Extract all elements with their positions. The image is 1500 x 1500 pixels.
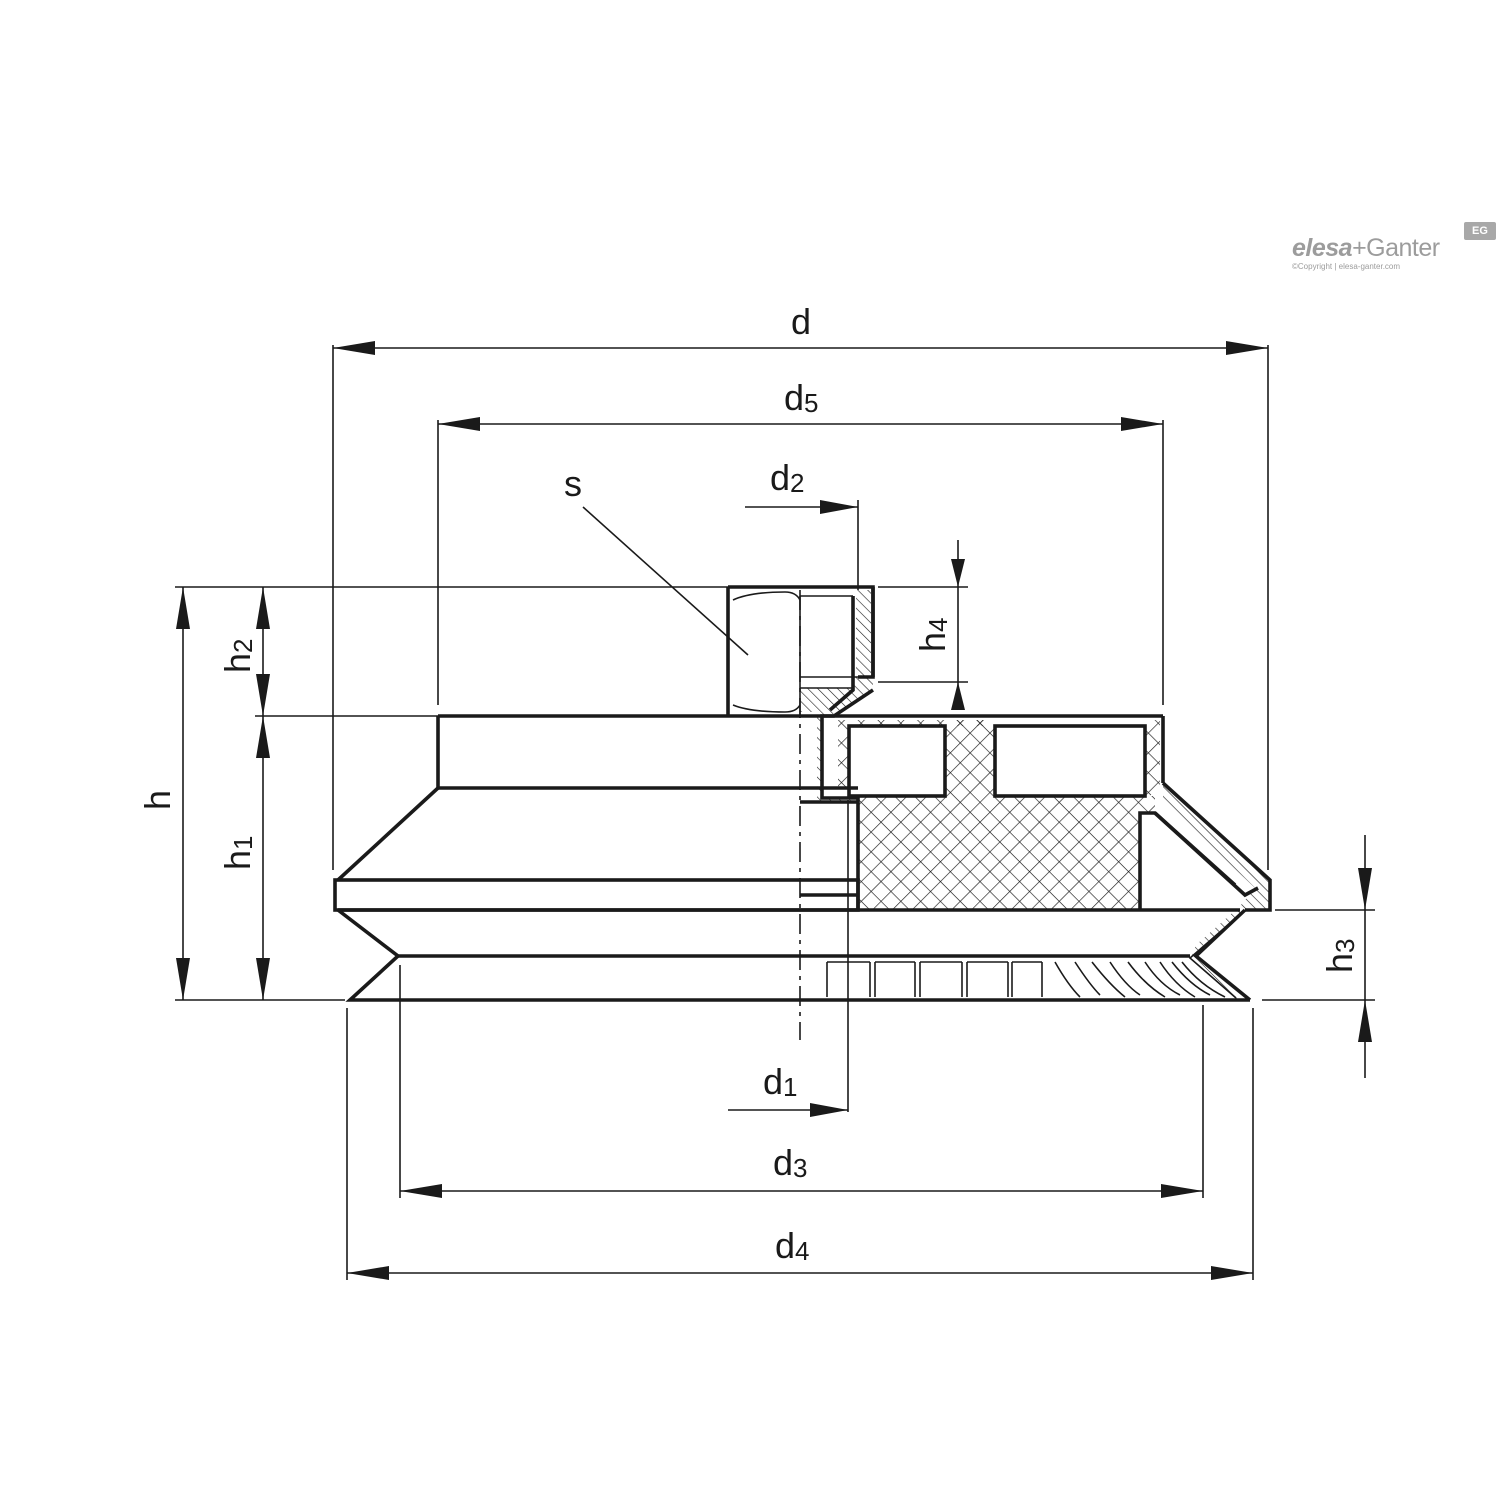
brand-logo: elesa+Ganter ©Copyright | elesa-ganter.c…: [1280, 222, 1500, 282]
bellows-ribs: [826, 961, 1226, 998]
brand-copyright: ©Copyright | elesa-ganter.com: [1292, 262, 1401, 271]
label-h3: h3: [1319, 939, 1360, 974]
label-h1: h1: [217, 836, 258, 871]
cup-cone-left: [336, 786, 440, 882]
label-d3: d3: [773, 1142, 808, 1183]
dimension-labels: d d5 d2 s d1 d3 d4 h h2 h1 h4 h3: [137, 301, 1360, 1266]
label-h4: h4: [912, 618, 953, 653]
label-h: h: [137, 790, 178, 810]
label-d4: d4: [775, 1225, 810, 1266]
brand-name: elesa+Ganter: [1292, 234, 1440, 262]
cup-flange-left: [333, 878, 860, 912]
insert-section-left: [847, 724, 947, 798]
label-d1: d1: [763, 1061, 798, 1102]
s-leader: [582, 506, 749, 656]
insert-section-right: [993, 724, 1147, 798]
label-d: d: [791, 301, 811, 342]
brand-mark-icon: EG: [1464, 222, 1496, 240]
dimension-lines: [175, 341, 1375, 1280]
label-s: s: [564, 463, 582, 504]
part-body: [333, 585, 1272, 1040]
label-d2: d2: [770, 457, 805, 498]
label-d5: d5: [784, 377, 819, 418]
label-h2: h2: [217, 639, 258, 674]
